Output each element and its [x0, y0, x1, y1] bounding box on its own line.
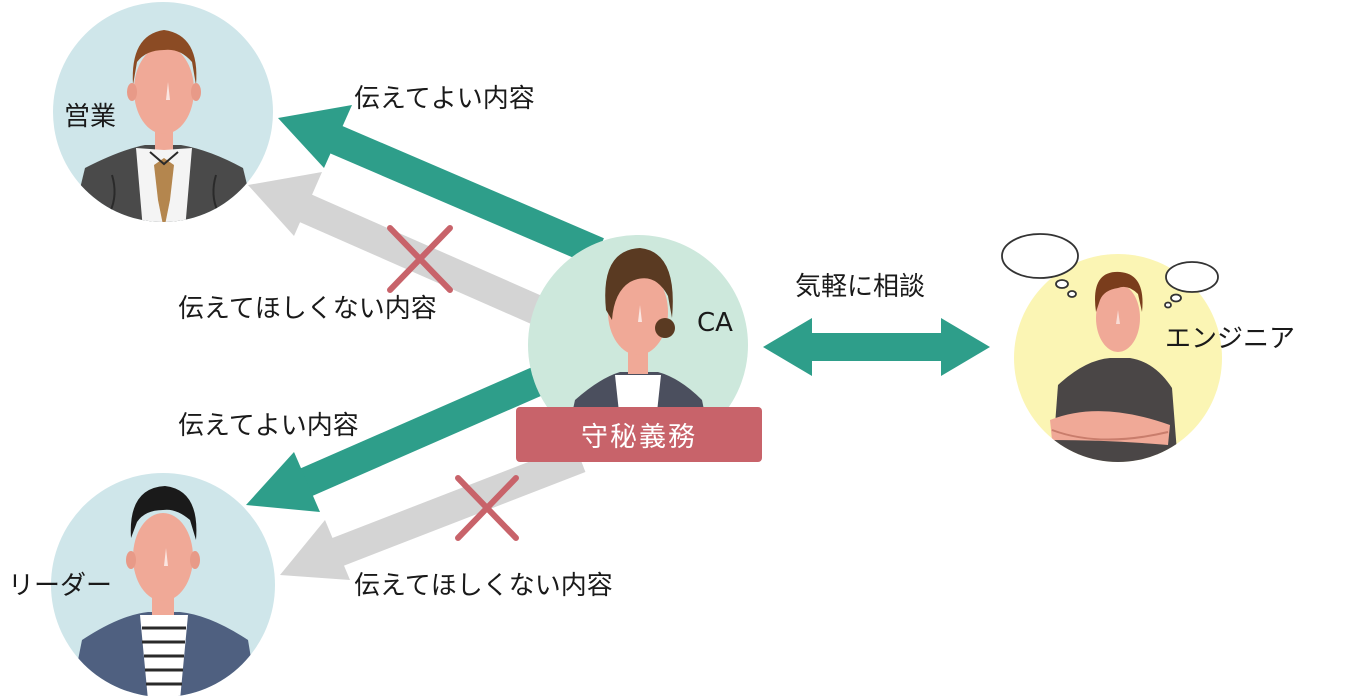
flow-label-consult: 気軽に相談: [795, 272, 926, 302]
flow-label-leader-ok: 伝えてよい内容: [178, 411, 359, 441]
cross-mark-top: [387, 225, 453, 293]
arrow-teal-to-leader: [246, 366, 547, 512]
arrow-gray-to-leader: [280, 444, 586, 580]
engineer-label: エンジニア: [1165, 324, 1296, 354]
cross-mark-bottom: [455, 475, 519, 541]
arrow-consult-double: [763, 318, 990, 376]
leader-label: リーダー: [8, 571, 113, 601]
ca-label: CA: [697, 308, 733, 338]
sales-label: 営業: [64, 102, 117, 132]
confidentiality-badge: 守秘義務: [516, 407, 762, 462]
sales-avatar: [53, 2, 273, 222]
arrow-teal-to-sales: [278, 105, 604, 266]
leader-avatar: [51, 473, 275, 696]
flow-label-sales-ok: 伝えてよい内容: [354, 84, 535, 114]
thought-bubble-right: [1164, 261, 1219, 309]
thought-bubble-left: [1001, 233, 1079, 298]
flow-label-sales-ng: 伝えてほしくない内容: [178, 294, 437, 324]
flow-label-leader-ng: 伝えてほしくない内容: [354, 571, 613, 601]
